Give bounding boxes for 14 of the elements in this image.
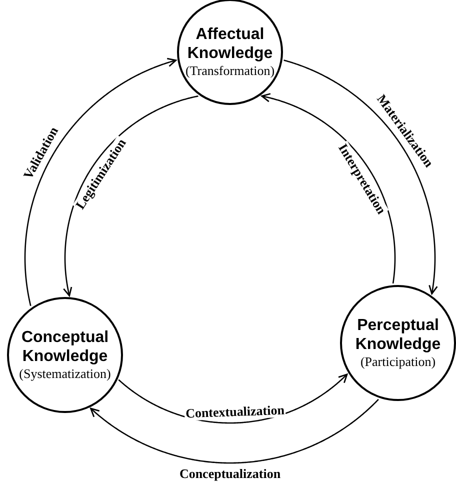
node-title: Perceptual Knowledge — [354, 316, 442, 354]
curved-arrow — [284, 60, 438, 294]
node-title: Affectual Knowledge — [186, 25, 274, 63]
curved-arrow — [118, 374, 348, 424]
curved-arrow — [24, 58, 177, 306]
edge-label: Conceptualization — [178, 467, 282, 481]
edge-label: Contextualization — [184, 403, 286, 421]
node-subtitle: (Transformation) — [185, 63, 275, 79]
curved-arrow — [62, 95, 198, 296]
curved-arrow — [261, 93, 396, 284]
curved-arrow — [90, 398, 379, 464]
node-subtitle: (Systematization) — [19, 366, 111, 382]
node-subtitle: (Participation) — [360, 354, 436, 370]
node-title: Conceptual Knowledge — [20, 328, 110, 366]
